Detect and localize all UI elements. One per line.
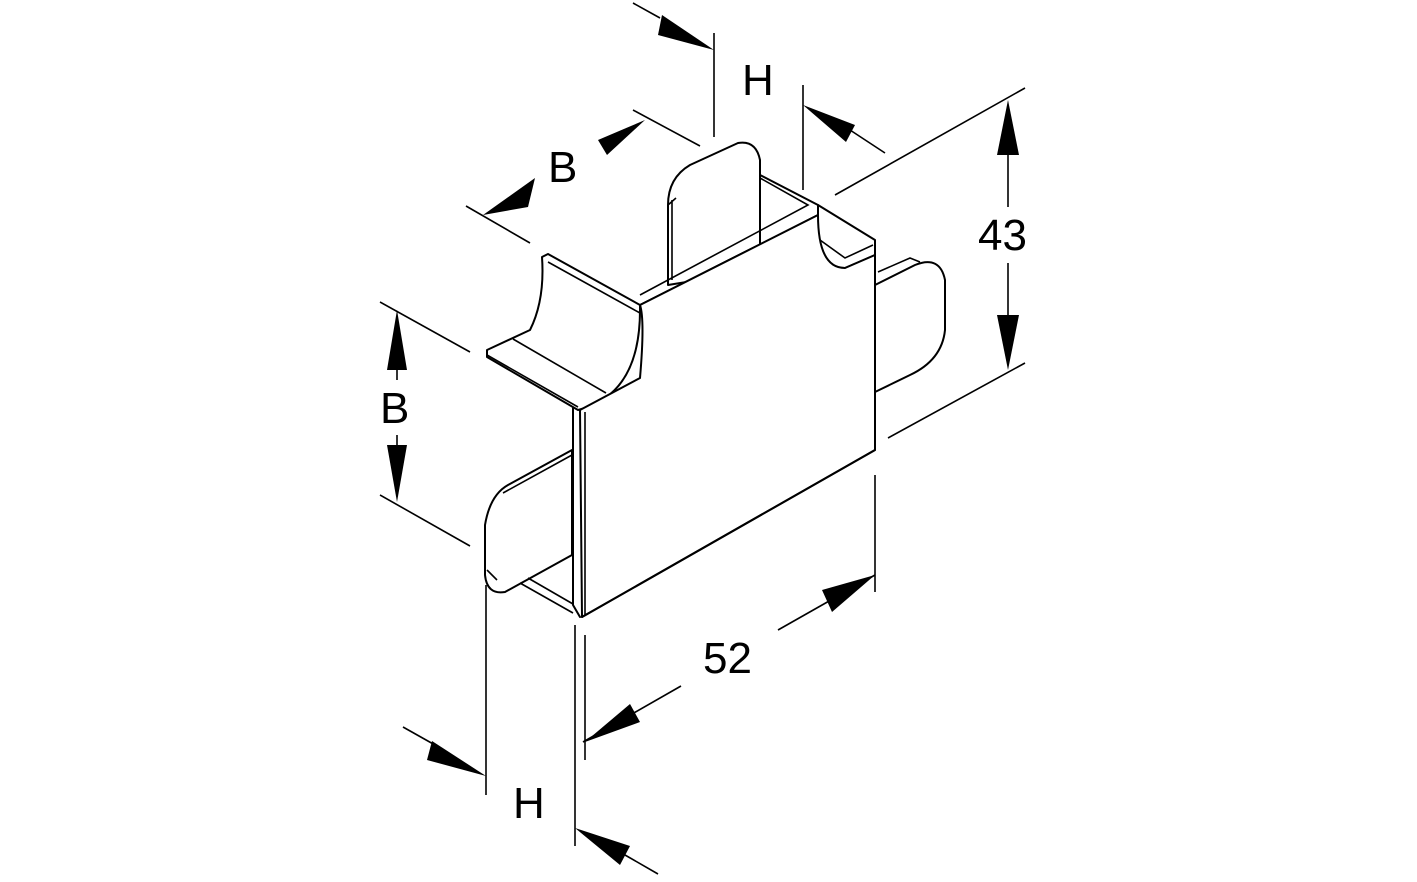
dimension-label-bottom-h: H [513,779,545,828]
left-tongue [484,449,573,594]
dimension-length-52: 52 [582,475,876,760]
dimension-bottom-h: H [402,585,659,875]
top-tongue [667,141,761,286]
dimension-label-left-b: B [380,384,409,433]
dimension-left-b: B [379,301,471,547]
dimension-height-43: 43 [834,87,1027,439]
dimension-label-43: 43 [978,211,1027,260]
dimension-label-52: 52 [703,634,752,683]
dimension-label-top-b: B [548,143,577,192]
dimension-top-h: H [632,2,886,190]
tee-fitting-body [484,141,946,618]
left-upper-flange [486,253,641,411]
right-tongue [874,261,946,393]
front-face [579,214,876,618]
dimension-top-b: B [465,109,701,244]
dimension-label-top-h: H [742,56,774,105]
